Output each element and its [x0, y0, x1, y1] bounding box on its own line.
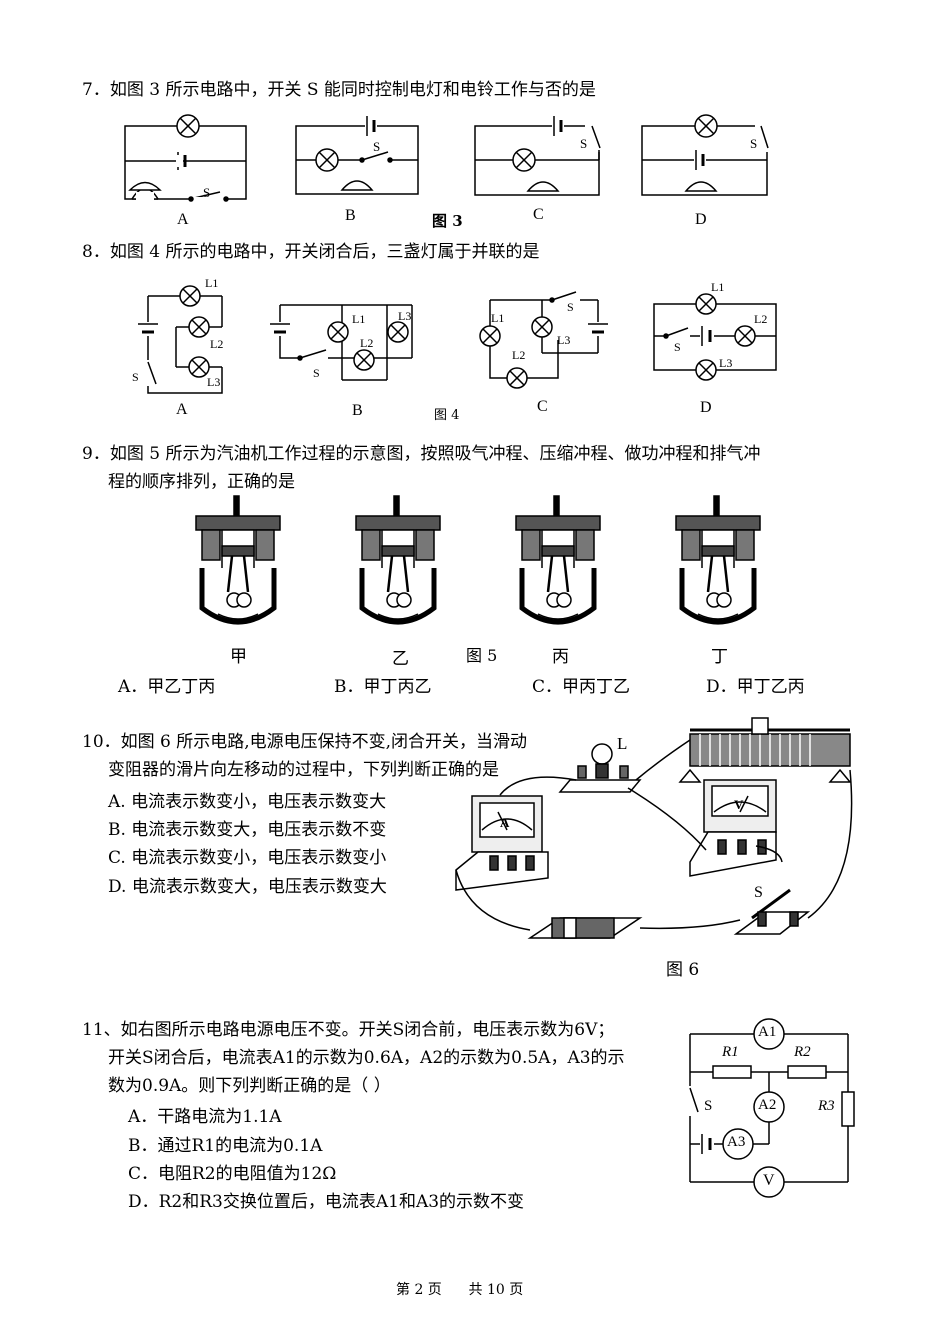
q8-c-switch: S [567, 300, 574, 314]
q7-c-switch-label: S [580, 136, 588, 151]
q11-r2-label: R2 [794, 1044, 811, 1060]
q10-figure-caption: 图 6 [666, 960, 700, 980]
q8-label-a: A [176, 401, 188, 418]
q10-lamp-label: L [617, 734, 628, 753]
q10-switch-label: S [754, 884, 763, 901]
q8-b-l1: L1 [352, 312, 366, 326]
q10-voltmeter-label: V [734, 797, 744, 812]
q8-c-l3: L3 [557, 333, 571, 347]
q11-meter-a1: A1 [758, 1024, 777, 1040]
q8-d-l2: L2 [754, 312, 768, 326]
q7-label-a: A [177, 211, 189, 228]
q9-caption-bing: 丙 [552, 647, 569, 666]
q7-figure-caption: 图 3 [432, 212, 463, 230]
q9-option-a[interactable]: A．甲乙丁丙 [118, 677, 216, 697]
q8-stem: 8．如图 4 所示的电路中，开关闭合后，三盏灯属于并联的是 [82, 242, 540, 262]
q7-circuit-a [124, 114, 247, 202]
voltmeter-device [689, 779, 777, 877]
q7-d-switch-label: S [750, 136, 758, 151]
q8-circuit-a [138, 285, 223, 394]
battery-holder [527, 917, 643, 939]
q10-stem-line1: 10．如图 6 所示电路,电源电压保持不变,闭合开关，当滑动 [82, 732, 528, 752]
q9-option-b[interactable]: B．甲丁丙乙 [334, 677, 432, 697]
q11-meter-a2: A2 [758, 1097, 777, 1113]
q8-circuit-b [270, 304, 413, 381]
q9-caption-jia: 甲 [230, 647, 247, 666]
q8-figure-caption: 图 4 [434, 408, 460, 423]
q11-option-b[interactable]: B．通过R1的电流为0.1A [128, 1136, 323, 1156]
rheostat [678, 717, 852, 783]
q8-b-l3: L3 [398, 309, 412, 323]
q8-d-l3: L3 [719, 356, 733, 370]
q7-label-d: D [695, 211, 707, 228]
q8-d-l1: L1 [711, 280, 725, 294]
q8-label-d: D [700, 399, 712, 416]
q8-a-switch: S [132, 370, 139, 384]
q7-stem: 7．如图 3 所示电路中，开关 S 能同时控制电灯和电铃工作与否的是 [82, 80, 596, 100]
q8-label-b: B [352, 402, 363, 419]
q9-caption-yi: 乙 [392, 649, 409, 668]
q9-option-d[interactable]: D．甲丁乙丙 [706, 677, 805, 697]
q11-meter-a3: A3 [727, 1134, 746, 1150]
q11-option-a[interactable]: A．干路电流为1.1A [128, 1107, 282, 1127]
q8-circuit-d [653, 293, 777, 381]
lamp-board [558, 743, 642, 793]
q8-a-l2: L2 [210, 337, 224, 351]
page-footer: 第 2 页 共 10 页 [396, 1282, 524, 1298]
ammeter-device [455, 795, 549, 891]
q10-option-a[interactable]: A. 电流表示数变小，电压表示数变大 [108, 792, 387, 812]
q10-ammeter-label: A [500, 815, 510, 830]
q8-d-switch: S [674, 340, 681, 354]
q9-option-c[interactable]: C．甲丙丁乙 [532, 677, 631, 697]
q8-label-c: C [537, 398, 548, 415]
q10-option-b[interactable]: B. 电流表示数变大，电压表示数不变 [108, 820, 387, 840]
q11-r3-label: R3 [818, 1098, 835, 1114]
q11-r1-label: R1 [722, 1044, 739, 1060]
q8-circuit-c [479, 291, 608, 389]
q7-b-switch-label: S [373, 139, 381, 154]
q8-a-l3: L3 [207, 375, 221, 389]
q10-option-d[interactable]: D. 电流表示数变大，电压表示数变大 [108, 877, 387, 897]
q9-stem-line2: 程的顺序排列，正确的是 [108, 472, 295, 492]
q11-option-c[interactable]: C．电阻R2的电阻值为12Ω [128, 1164, 337, 1184]
q11-meter-v: V [763, 1172, 775, 1189]
q7-circuit-b [295, 116, 419, 195]
q10-option-c[interactable]: C. 电流表示数变小，电压表示数变小 [108, 848, 387, 868]
q11-stem-line2: 开关S闭合后，电流表A1的示数为0.6A，A2的示数为0.5A，A3的示 [108, 1048, 625, 1068]
q9-caption-ding: 丁 [711, 647, 728, 666]
q9-figure-caption: 图 5 [466, 646, 498, 665]
q7-circuit-d [641, 114, 773, 196]
q7-label-b: B [345, 207, 356, 224]
q11-option-d[interactable]: D．R2和R3交换位置后，电流表A1和A3的示数不变 [128, 1192, 525, 1212]
q8-b-l2: L2 [360, 336, 374, 350]
q8-a-l1: L1 [205, 276, 219, 290]
q9-stem-line1: 9．如图 5 所示为汽油机工作过程的示意图，按照吸气冲程、压缩冲程、做功冲程和排… [82, 444, 761, 464]
q7-label-c: C [533, 206, 544, 223]
q11-stem-line1: 11、如右图所示电路电源电压不变。开关S闭合前，电压表示数为6V； [82, 1020, 615, 1040]
q7-circuit-c [474, 116, 603, 196]
q8-c-l1: L1 [491, 311, 505, 325]
q11-switch-label: S [704, 1098, 713, 1114]
q7-a-switch-label: S [203, 185, 211, 200]
q8-b-switch: S [313, 366, 320, 380]
switch-device [733, 888, 811, 935]
q11-stem-line3: 数为0.9A。则下列判断正确的是（ ） [108, 1076, 391, 1096]
q8-c-l2: L2 [512, 348, 526, 362]
q10-stem-line2: 变阻器的滑片向左移动的过程中，下列判断正确的是 [108, 760, 499, 780]
